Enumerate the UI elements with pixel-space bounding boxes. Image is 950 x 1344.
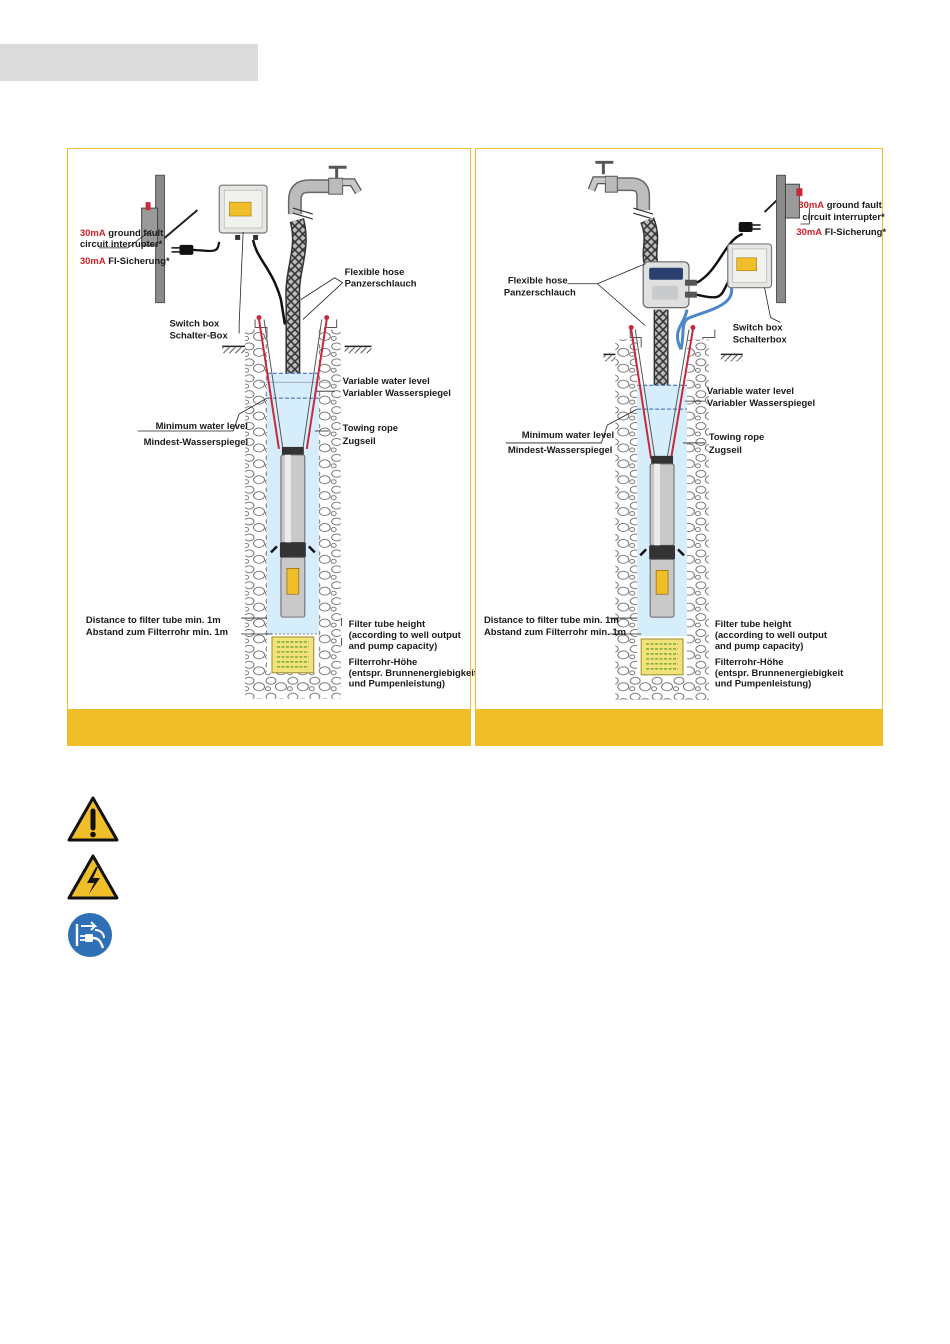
filter-height-label-de-2: (entspr. Brunnenergiebigkeit (349, 668, 478, 679)
svg-text:30mA ground fault: 30mA ground fault (80, 228, 164, 239)
installation-diagram-pressure-control: 30mA ground fault circuit interrupter* 3… (475, 148, 886, 746)
variable-level-label: Variable water level (343, 376, 430, 387)
filter-height-label-2: (according to well output (349, 630, 462, 641)
towing-rope-label: Towing rope (709, 432, 764, 443)
minimum-level-label-de: Mindest-Wasserspiegel (144, 437, 249, 448)
filter-height-label-de-3: und Pumpenleistung) (715, 679, 811, 690)
wall (776, 174, 786, 304)
rcd-label-en: circuit interrupter* (802, 212, 885, 223)
well-wall-right (318, 329, 341, 698)
unplug-mains-icon (68, 913, 112, 957)
hose-label-de: Panzerschlauch (504, 288, 576, 299)
well-diagram-right: 30mA ground fault circuit interrupter* 3… (484, 160, 886, 700)
distance-label-de: Abstand zum Filterrohr min. 1m (86, 627, 228, 638)
pressure-controller (642, 261, 697, 309)
switch-box-label: Switch box (733, 322, 784, 333)
rcd-device (784, 183, 800, 219)
minimum-level-label: Minimum water level (522, 430, 614, 441)
svg-text:30mA FI-Sicherung*: 30mA FI-Sicherung* (796, 227, 886, 238)
panel-footer-right (476, 709, 882, 745)
variable-level-label-de: Variabler Wasserspiegel (343, 388, 451, 399)
svg-text:30mA ground fault: 30mA ground fault (798, 200, 882, 211)
filter-height-label-de: Filterrohr-Höhe (349, 657, 418, 668)
well-wall-right (686, 339, 709, 700)
plug-icon (738, 222, 761, 232)
switch-box-label: Switch box (169, 319, 220, 330)
towing-rope-label-de: Zugseil (709, 445, 742, 456)
minimum-level-label-de: Mindest-Wasserspiegel (508, 445, 613, 456)
filter-height-label-de-2: (entspr. Brunnenergiebigkeit (715, 668, 844, 679)
switch-box (727, 243, 773, 289)
plug-icon (171, 241, 221, 255)
rcd-label-en: circuit interrupter* (80, 239, 163, 250)
warning-exclamation-icon (67, 796, 119, 842)
filter-height-label-3: and pump capacity) (715, 641, 804, 652)
minimum-level-label: Minimum water level (156, 421, 248, 432)
section-tab (0, 44, 258, 81)
filter-height-label-3: and pump capacity) (349, 641, 438, 652)
well-wall-left (615, 339, 638, 700)
filter-height-label-de-3: und Pumpenleistung) (349, 679, 445, 690)
variable-level-label-de: Variabler Wasserspiegel (707, 398, 815, 409)
filter-height-label: Filter tube height (715, 619, 792, 630)
switch-box-label-de: Schalterbox (733, 334, 788, 345)
electrical-hazard-icon (67, 854, 119, 900)
distance-label: Distance to filter tube min. 1m (86, 615, 221, 626)
hose-label: Flexible hose (508, 276, 568, 287)
well-wall-left (245, 329, 268, 698)
towing-rope-label-de: Zugseil (343, 436, 376, 447)
installation-diagram-switch-box: 30mA ground fault circuit interrupter* 3… (67, 148, 478, 746)
filter-height-label-de: Filterrohr-Höhe (715, 657, 784, 668)
water-tap-icon (587, 160, 651, 211)
variable-level-label: Variable water level (707, 386, 794, 397)
distance-label: Distance to filter tube min. 1m (484, 615, 619, 626)
filter-height-label-2: (according to well output (715, 630, 828, 641)
well-diagram-left: 30mA ground fault circuit interrupter* 3… (80, 165, 478, 699)
submersible-pump (639, 455, 685, 618)
panel-footer-left (68, 709, 470, 745)
water-tap-icon (287, 165, 362, 215)
hose-label: Flexible hose (345, 267, 405, 278)
hose-label-de: Panzerschlauch (345, 279, 417, 290)
switch-box-label-de: Schalter-Box (169, 330, 228, 341)
svg-text:30mA FI-Sicherung*: 30mA FI-Sicherung* (80, 256, 170, 267)
switch-box (218, 184, 268, 240)
distance-label-de: Abstand zum Filterrohr min. 1m (484, 627, 626, 638)
towing-rope-label: Towing rope (343, 423, 398, 434)
filter-height-label: Filter tube height (349, 619, 426, 630)
submersible-pump (270, 446, 316, 618)
